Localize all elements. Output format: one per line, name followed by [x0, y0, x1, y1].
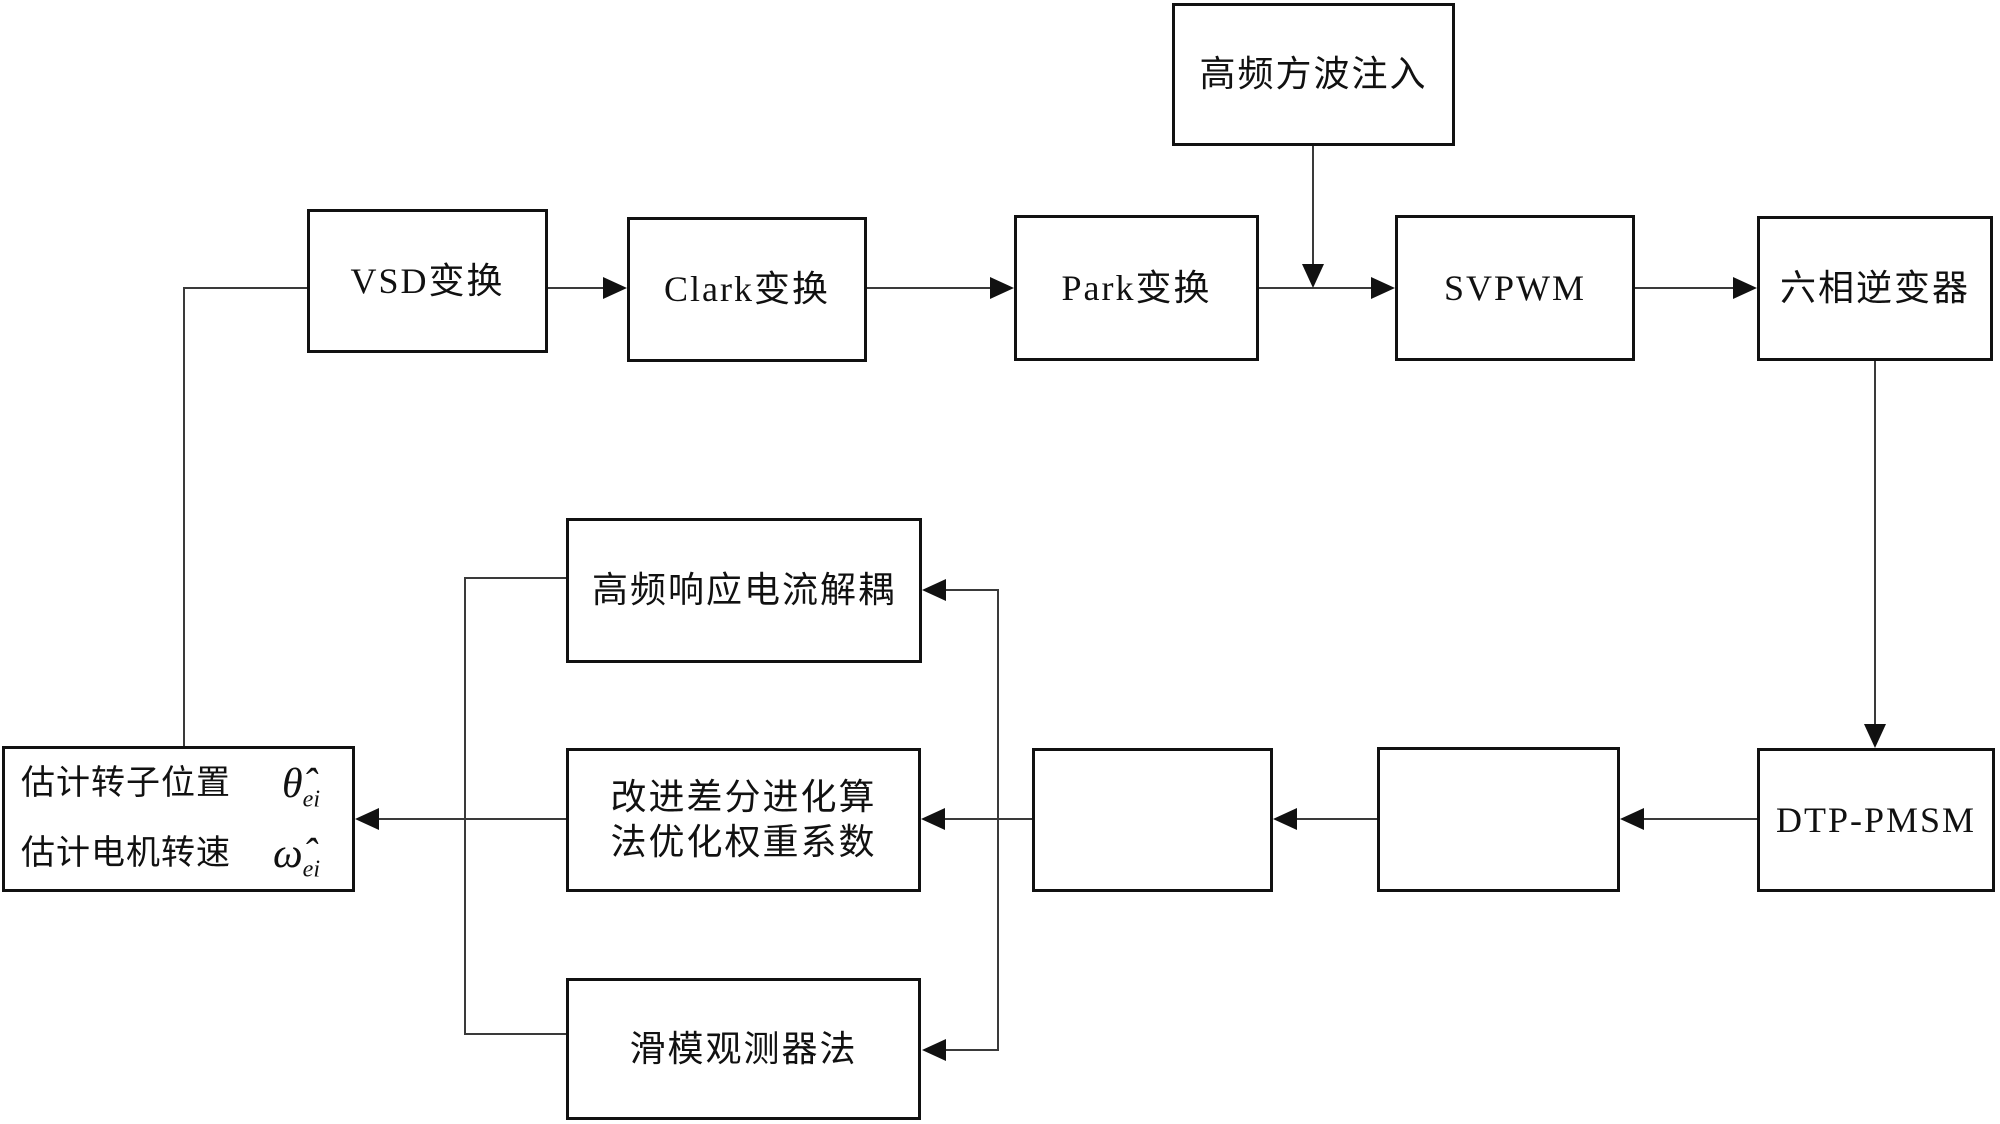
connector-left-branch-vertical	[464, 577, 466, 1035]
box-label-svpwm: SVPWM	[1443, 267, 1587, 308]
box-label-inverter: 六相逆变器	[1779, 268, 1970, 308]
connector-smo-output	[464, 1033, 566, 1035]
box-dtp-pmsm: DTP-PMSM	[1757, 748, 1995, 892]
box-hf-square-wave-injection: 高频方波注入	[1172, 3, 1455, 146]
connector-hf-decouple-output	[464, 577, 566, 579]
connector-right-branch-to-hf-decouple	[946, 589, 999, 591]
connector-inverse-park-to-inverse-clark	[1297, 818, 1377, 820]
box-hf-response-current-decoupling: 高频响应电流解耦	[566, 518, 922, 663]
arrowhead-into-de	[921, 808, 945, 830]
box-park-transform: Park变换	[1014, 215, 1259, 361]
connector-hf-injection-drop	[1312, 146, 1314, 264]
box-six-phase-inverter: 六相逆变器	[1757, 216, 1993, 361]
connector-right-branch-to-smo	[946, 1049, 999, 1051]
connector-inverter-to-dtp	[1874, 361, 1876, 724]
box-estimated-outputs: 估计转子位置 θ̂ei 估计电机转速 ω̂ei	[2, 746, 355, 892]
estimate-motor-speed-label: 估计电机转速	[21, 835, 231, 872]
connector-de-to-estimate	[379, 818, 566, 820]
connector-clark-to-park	[867, 287, 990, 289]
box-sliding-mode-observer: 滑模观测器法	[566, 978, 921, 1120]
arrowhead-into-estimate	[355, 808, 379, 830]
box-label-smo: 滑模观测器法	[629, 1028, 858, 1069]
box-label-park: Park变换	[1061, 267, 1212, 308]
box-clark-transform: Clark变换	[627, 217, 867, 362]
box-label-hf-injection: 高频方波注入	[1199, 54, 1428, 94]
arrowhead-into-clark	[603, 277, 627, 299]
connector-park-to-svpwm	[1259, 287, 1371, 289]
box-inverse-clark-transform	[1032, 748, 1273, 892]
arrowhead-into-inverter	[1733, 277, 1757, 299]
connector-right-branch-vertical	[997, 589, 999, 1050]
box-svpwm: SVPWM	[1395, 215, 1635, 361]
box-label-de-line1: 改进差分进化算	[610, 777, 877, 817]
connector-svpwm-to-inverter	[1635, 287, 1733, 289]
estimate-rotor-position-row: 估计转子位置 θ̂ei	[21, 758, 326, 811]
box-label-clark: Clark变换	[664, 269, 830, 309]
arrowhead-into-dtp	[1864, 724, 1886, 748]
connector-estimate-to-vsd-horizontal	[183, 287, 307, 289]
estimate-rotor-position-label: 估计转子位置	[21, 764, 231, 802]
arrowhead-into-hf-decouple	[922, 579, 946, 601]
arrowhead-into-inverse-park	[1620, 808, 1644, 830]
box-label-de-line2: 法优化权重系数	[610, 822, 877, 862]
theta-hat-symbol: θ̂ei	[282, 760, 320, 812]
connector-inverse-clark-to-de	[945, 818, 1032, 820]
box-vsd-transform: VSD变换	[307, 209, 548, 353]
box-label-hf-decouple: 高频响应电流解耦	[591, 570, 896, 610]
connector-dtp-to-inverse-park	[1644, 818, 1757, 820]
connector-estimate-to-vsd-vertical	[183, 287, 185, 746]
arrowhead-into-park	[990, 277, 1014, 299]
box-improved-differential-evolution: 改进差分进化算 法优化权重系数	[566, 748, 921, 892]
arrowhead-into-svpwm	[1371, 277, 1395, 299]
omega-hat-symbol: ω̂ei	[273, 831, 320, 883]
arrowhead-into-inverse-clark	[1273, 808, 1297, 830]
arrowhead-hf-injection	[1302, 264, 1324, 288]
box-label-vsd: VSD变换	[350, 260, 505, 301]
connector-vsd-to-clark	[548, 287, 603, 289]
box-label-dtp-pmsm: DTP-PMSM	[1775, 799, 1977, 840]
estimate-motor-speed-row: 估计电机转速 ω̂ei	[21, 828, 326, 881]
box-inverse-park-transform	[1377, 747, 1620, 892]
arrowhead-into-smo	[922, 1039, 946, 1061]
